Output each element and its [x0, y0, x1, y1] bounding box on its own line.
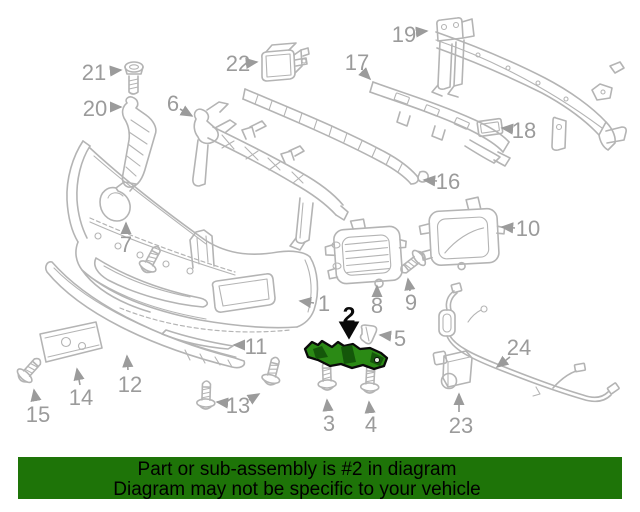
- callout-8: 8: [371, 293, 383, 318]
- part-12-lower-lip: [45, 261, 246, 369]
- callout-labels: 21 20 6 22 19 17 18 16 10 1 8 9 5 2 3 4 …: [26, 22, 540, 438]
- callout-16: 16: [436, 169, 460, 194]
- callout-20: 20: [83, 96, 107, 121]
- part-10-fog-lamp-bezel-right: [418, 196, 506, 271]
- callout-18: 18: [512, 118, 536, 143]
- part-16-impact-absorber: [242, 88, 429, 185]
- callout-21-arrow: [109, 65, 123, 77]
- callout-15-arrow: [30, 388, 42, 403]
- callout-7: 7: [120, 232, 132, 257]
- part-11-trim-strip: [161, 329, 234, 350]
- notice-banner-line1: Part or sub-assembly is #2 in diagram: [137, 459, 457, 480]
- callout-6-arrow: [179, 105, 194, 117]
- notice-banner: Part or sub-assembly is #2 in diagram Di…: [18, 457, 622, 500]
- part-20-bracket: [121, 96, 157, 188]
- callout-22-arrow: [245, 57, 259, 69]
- callout-15: 15: [26, 402, 50, 427]
- part-2-highlighted-bracket: [303, 339, 389, 371]
- callout-arrows: [30, 26, 516, 414]
- part-8-fog-lamp-bezel-left: [324, 218, 407, 289]
- callout-11: 11: [245, 334, 268, 359]
- callout-17-arrow: [358, 67, 372, 81]
- part-7-tow-hook-cover: [99, 181, 137, 222]
- part-23-park-sensor: [432, 350, 473, 390]
- callout-12-arrow: [122, 354, 134, 371]
- callout-16-arrow: [422, 175, 438, 187]
- callout-5-arrow: [378, 330, 392, 342]
- callout-10-arrow: [500, 222, 516, 234]
- part-22-distance-sensor: [261, 42, 310, 82]
- callout-4: 4: [365, 412, 377, 437]
- callout-19-arrow: [415, 26, 429, 38]
- notice-banner-line2: Diagram may not be specific to your vehi…: [113, 479, 481, 500]
- callout-13-arrow-right: [246, 393, 261, 405]
- part-24-wire-harness: [438, 282, 620, 403]
- callout-14-arrow: [73, 367, 85, 386]
- mounting-screw: [136, 241, 167, 277]
- callout-5: 5: [394, 326, 406, 351]
- callout-2-highlighted: 2: [343, 302, 356, 328]
- callout-9: 9: [405, 290, 417, 315]
- callout-3-arrow: [322, 398, 334, 412]
- callout-24-arrow: [495, 355, 511, 368]
- callout-18-arrow: [500, 123, 514, 135]
- callout-3: 3: [323, 411, 335, 436]
- callout-4-arrow: [364, 400, 376, 414]
- callout-13-arrow-left: [215, 397, 229, 409]
- callout-12: 12: [118, 372, 142, 397]
- callout-1: 1: [318, 291, 330, 316]
- callout-24: 24: [507, 335, 531, 360]
- callout-13: 13: [226, 393, 250, 418]
- part-19-impact-bar: [431, 17, 627, 151]
- callout-19: 19: [392, 22, 416, 47]
- callout-14: 14: [69, 385, 93, 410]
- part-1-bumper-cover: [66, 140, 342, 333]
- callout-17: 17: [345, 50, 369, 75]
- part-14-license-bracket: [39, 321, 103, 363]
- part-5-clip: [359, 324, 378, 345]
- callout-21: 21: [82, 60, 106, 85]
- part-21-bolt: [124, 61, 144, 95]
- callout-9-arrow: [404, 277, 416, 292]
- callout-22: 22: [226, 51, 250, 76]
- callout-6: 6: [167, 91, 179, 116]
- callout-1-arrow: [298, 297, 315, 309]
- callout-10: 10: [516, 216, 540, 241]
- part-6-upper-rail: [192, 101, 349, 251]
- callout-23: 23: [449, 413, 473, 438]
- part-15-screw: [13, 352, 47, 387]
